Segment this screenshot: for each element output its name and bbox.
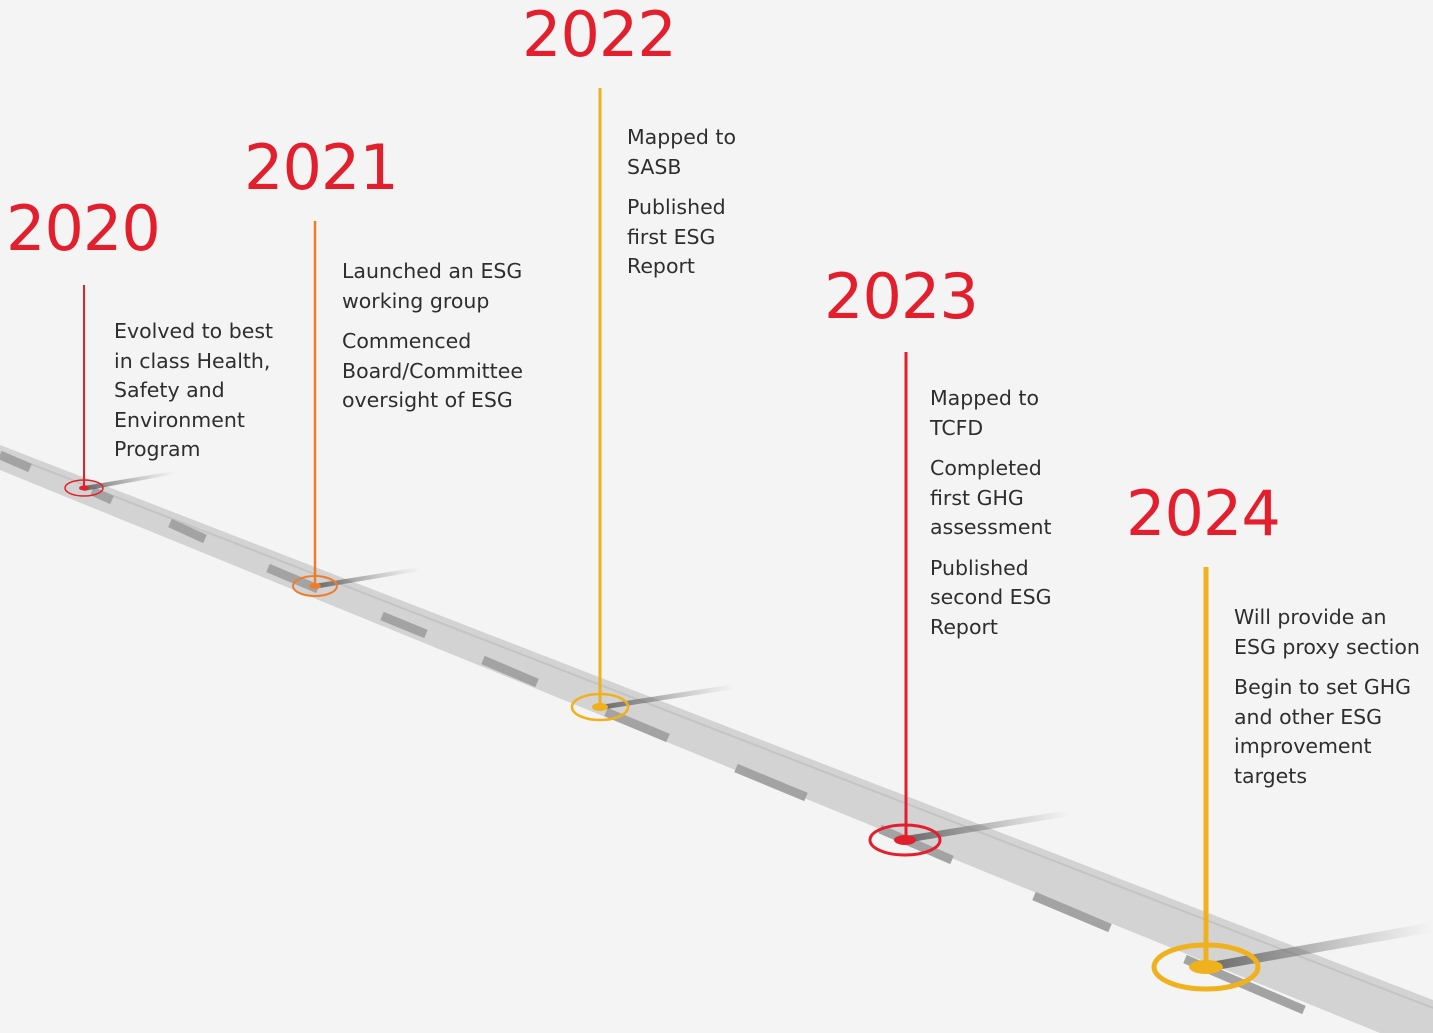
milestone-text-2024: Will provide an ESG proxy section Begin … [1234,603,1426,802]
pin-shadow-2020 [84,471,175,491]
milestone-item: Published first ESG Report [627,195,726,278]
pin-2021 [292,221,338,597]
milestone-text-2020: Evolved to best in class Health, Safety … [114,317,286,476]
pin-shadows [84,471,1433,972]
year-label-2024: 2024 [1126,477,1281,550]
road-dash [90,486,114,505]
pin-ring-2021 [292,575,338,597]
road-dash [1032,891,1112,933]
pin-dot-2020 [79,485,89,491]
road-dash [168,518,207,544]
year-label-2022: 2022 [522,0,677,71]
pin-shadow-2021 [314,567,420,589]
year-label-2023: 2023 [824,260,979,333]
milestone-text-2022: Mapped to SASB Published first ESG Repor… [627,123,755,293]
pin-ring-2020 [64,479,104,497]
milestone-item: Mapped to TCFD [930,386,1039,440]
road-dash [734,763,808,802]
pin-dot-2024 [1189,960,1223,974]
milestone-item: Completed first GHG assessment [930,456,1052,539]
milestone-item: Begin to set GHG and other ESG improveme… [1234,675,1412,788]
road-dash [0,450,32,473]
milestone-item: Will provide an ESG proxy section [1234,605,1420,659]
pin-ring-2023 [868,823,942,857]
pin-dot-2021 [309,583,321,589]
milestone-text-2021: Launched an ESG working group Commenced … [342,257,547,427]
year-label-2021: 2021 [244,131,399,204]
road-dash [481,655,539,688]
milestone-item: Mapped to SASB [627,125,736,179]
year-label-2020: 2020 [6,192,161,265]
pin-dot-2022 [592,703,608,711]
pin-shadow-2022 [600,684,735,710]
pin-ring-2024 [1151,942,1261,992]
pin-ring-2022 [570,692,630,722]
pin-shadow-2023 [905,810,1070,843]
pin-2022 [570,88,630,722]
pin-2023 [868,352,942,857]
pin-shadow-2024 [1205,922,1433,972]
milestone-item: Published second ESG Report [930,555,1052,639]
road-center-dashes [0,450,1306,1015]
road-dash [380,611,428,639]
pin-2020 [64,285,104,497]
milestone-text-2023: Mapped to TCFD Completed first GHG asses… [930,384,1070,653]
milestone-item: Launched an ESG working group [342,259,523,313]
road-dash [878,824,954,865]
milestone-item: Evolved to best in class Health, Safety … [114,319,274,461]
pin-2024 [1151,567,1261,992]
road-edge [0,451,1433,1009]
pin-dot-2023 [894,835,916,845]
milestone-item: Commenced Board/Committee oversight of E… [342,329,523,412]
